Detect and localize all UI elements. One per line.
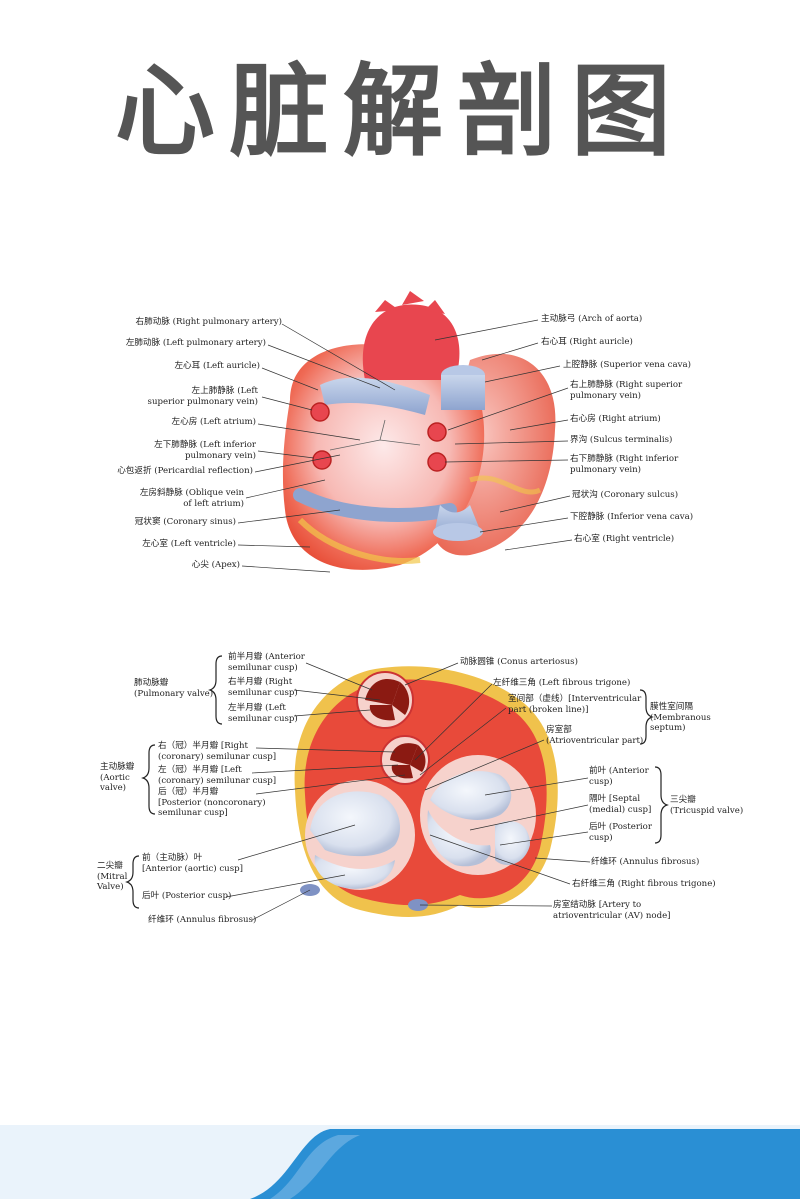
label-arch-of-aorta: 主动脉弓 (Arch of aorta) (541, 314, 643, 324)
label-left-superior-pulmonary-vein: 左上肺静脉 (Left superior pulmonary vein) (147, 386, 258, 407)
label-left-ventricle: 左心室 (Left ventricle) (142, 539, 236, 549)
label-apex: 心尖 (Apex) (191, 560, 240, 570)
heart-valves-illustration (294, 666, 558, 917)
label-right-auricle: 右心耳 (Right auricle) (541, 337, 633, 347)
label-right-coronary-cusp: 右（冠）半月瓣 [Right (coronary) semilunar cusp… (158, 741, 277, 762)
label-left-semilunar-cusp: 左半月瓣 (Left semilunar cusp) (228, 703, 298, 724)
label-aortic-valve: 主动脉瓣 (Aortic valve) (100, 762, 135, 793)
label-left-pulmonary-artery: 左肺动脉 (Left pulmonary artery) (125, 338, 266, 348)
label-coronary-sulcus: 冠状沟 (Coronary sulcus) (572, 490, 679, 500)
label-left-fibrous-trigone: 左纤维三角 (Left fibrous trigone) (493, 678, 631, 688)
label-right-superior-pulmonary-vein: 右上肺静脉 (Right superior pulmonary vein) (570, 380, 683, 401)
label-left-coronary-cusp: 左（冠）半月瓣 [Left (coronary) semilunar cusp] (158, 765, 277, 786)
label-tricuspid-valve: 三尖瓣 (Tricuspid valve) (670, 795, 744, 816)
figure1-leader-lines (237, 319, 573, 573)
label-right-semilunar-cusp: 右半月瓣 (Right semilunar cusp) (228, 677, 298, 698)
label-annulus-fibrosus-left: 纤维环 (Annulus fibrosus) (148, 915, 257, 925)
label-right-atrium: 右心房 (Right atrium) (570, 414, 661, 424)
label-tricuspid-posterior-cusp: 后叶 (Posterior cusp) (589, 822, 652, 843)
label-mitral-anterior-cusp: 前（主动脉）叶 [Anterior (aortic) cusp] (142, 853, 243, 874)
heart-posterior-illustration (282, 291, 556, 570)
figure2-leader-lines (125, 655, 669, 921)
footer-wave-decoration (0, 1125, 800, 1199)
label-coronary-sinus: 冠状窦 (Coronary sinus) (134, 517, 236, 527)
label-oblique-vein-left-atrium: 左房斜静脉 (Oblique vein of left atrium) (139, 488, 244, 509)
label-mitral-valve: 二尖瓣 (Mitral Valve) (97, 861, 128, 892)
label-right-inferior-pulmonary-vein: 右下肺静脉 (Right inferior pulmonary vein) (570, 454, 679, 475)
label-inferior-vena-cava: 下腔静脉 (Inferior vena cava) (570, 512, 694, 522)
label-posterior-noncoronary-cusp: 后（冠）半月瓣 [Posterior (noncoronary) semilun… (158, 787, 266, 818)
label-tricuspid-anterior-cusp: 前叶 (Anterior cusp) (589, 766, 649, 787)
label-left-auricle: 左心耳 (Left auricle) (174, 361, 260, 371)
label-sulcus-terminalis: 界沟 (Sulcus terminalis) (570, 435, 673, 445)
label-atrioventricular-part: 房室部 (Atrioventricular part) (546, 725, 644, 746)
label-av-node-artery: 房室结动脉 [Artery to atrioventricular (AV) n… (553, 900, 671, 921)
label-interventricular-part: 室间部（虚线）[Interventricular part (broken li… (508, 694, 642, 715)
label-pulmonary-valve: 肺动脉瓣 (Pulmonary valve) (134, 678, 214, 699)
label-right-fibrous-trigone: 右纤维三角 (Right fibrous trigone) (572, 879, 716, 889)
label-conus-arteriosus: 动脉圆锥 (Conus arteriosus) (460, 657, 578, 667)
label-right-pulmonary-artery: 右肺动脉 (Right pulmonary artery) (135, 317, 282, 327)
label-left-atrium: 左心房 (Left atrium) (171, 417, 257, 427)
label-anterior-semilunar-cusp: 前半月瓣 (Anterior semilunar cusp) (228, 652, 305, 673)
page-title: 心脏解剖图 (115, 53, 685, 170)
label-pericardial-reflection: 心包返折 (Pericardial reflection) (117, 466, 253, 476)
label-annulus-fibrosus-right: 纤维环 (Annulus fibrosus) (591, 857, 700, 867)
label-tricuspid-septal-cusp: 隔叶 [Septal (medial) cusp] (589, 794, 652, 815)
label-membranous-septum: 膜性室间隔 (Membranous septum) (650, 702, 711, 733)
label-mitral-posterior-cusp: 后叶 (Posterior cusp) (142, 891, 232, 901)
label-right-ventricle: 右心室 (Right ventricle) (574, 534, 675, 544)
label-left-inferior-pulmonary-vein: 左下肺静脉 (Left inferior pulmonary vein) (154, 440, 256, 461)
label-superior-vena-cava: 上腔静脉 (Superior vena cava) (563, 360, 691, 370)
